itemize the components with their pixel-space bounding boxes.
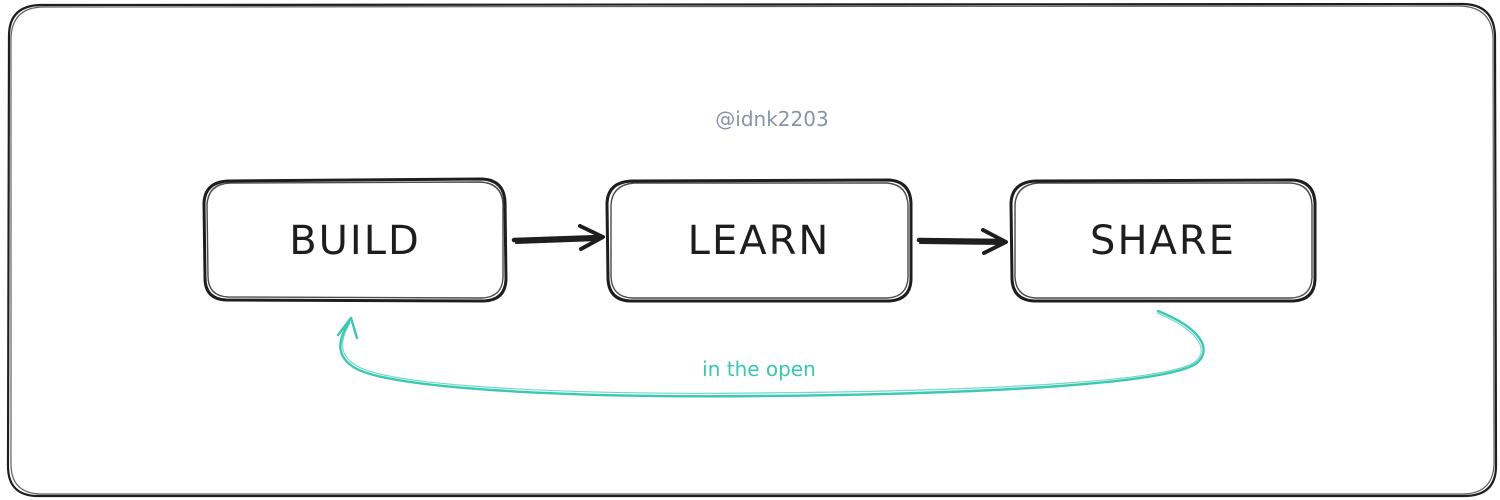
node-learn: LEARN	[605, 178, 913, 303]
node-build: BUILD	[202, 177, 508, 303]
loop-label: in the open	[702, 357, 816, 381]
node-share-label: SHARE	[1090, 218, 1236, 264]
loop-arrow-share-to-build: in the open	[336, 309, 1205, 398]
watermark-text: @idnk2203	[715, 107, 828, 131]
node-build-label: BUILD	[289, 218, 421, 264]
node-share: SHARE	[1009, 178, 1317, 303]
outer-frame	[6, 2, 1498, 498]
node-learn-label: LEARN	[688, 218, 831, 264]
arrow-build-to-learn	[511, 224, 605, 251]
arrow-learn-to-share	[916, 228, 1008, 255]
